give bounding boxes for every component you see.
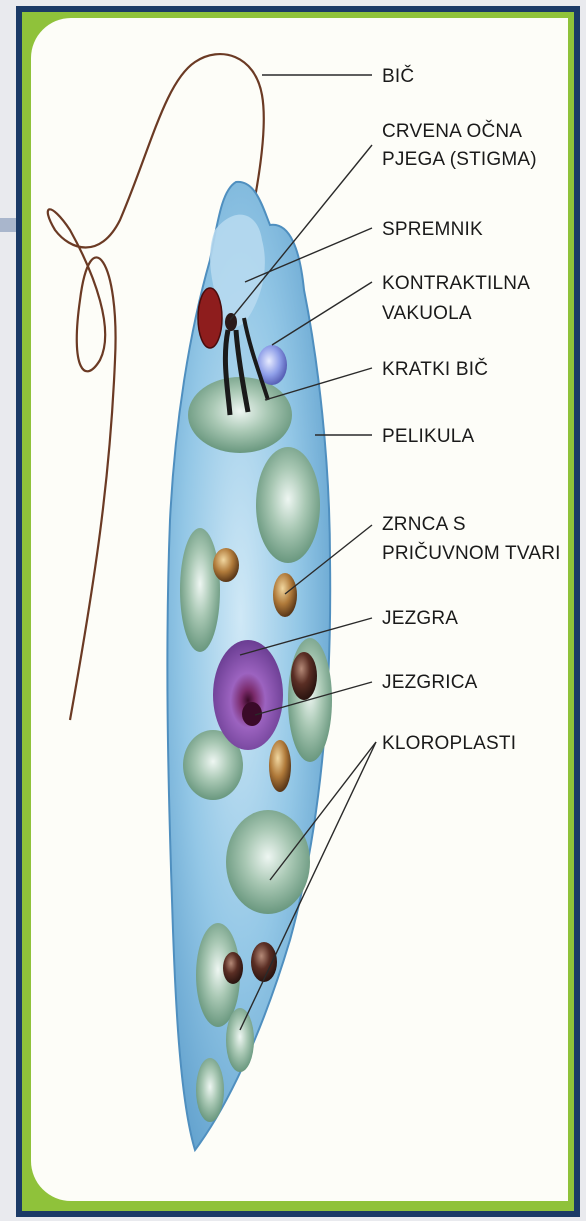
- euglena-diagram: BIČ CRVENA OČNA PJEGA (STIGMA) SPREMNIK …: [22, 12, 574, 1211]
- label-bic: BIČ: [382, 65, 414, 87]
- label-stigma-line2: PJEGA (STIGMA): [382, 149, 537, 170]
- diagram-labels: BIČ CRVENA OČNA PJEGA (STIGMA) SPREMNIK …: [382, 65, 561, 754]
- label-kratki-bic: KRATKI BIČ: [382, 358, 488, 380]
- stigma: [198, 288, 222, 348]
- label-zrnca-line2: PRIČUVNOM TVARI: [382, 542, 561, 564]
- label-jezgrica: JEZGRICA: [382, 672, 478, 693]
- label-vakuola-line2: VAKUOLA: [382, 303, 472, 324]
- label-pelikula: PELIKULA: [382, 426, 475, 447]
- label-spremnik: SPREMNIK: [382, 219, 483, 240]
- figure-frame: BIČ CRVENA OČNA PJEGA (STIGMA) SPREMNIK …: [16, 6, 580, 1217]
- nucleus: [213, 640, 283, 750]
- label-stigma-line1: CRVENA OČNA: [382, 120, 522, 142]
- label-jezgra: JEZGRA: [382, 608, 458, 629]
- label-kloroplasti: KLOROPLASTI: [382, 733, 516, 754]
- label-vakuola-line1: KONTRAKTILNA: [382, 273, 530, 294]
- label-zrnca-line1: ZRNCA S: [382, 514, 466, 535]
